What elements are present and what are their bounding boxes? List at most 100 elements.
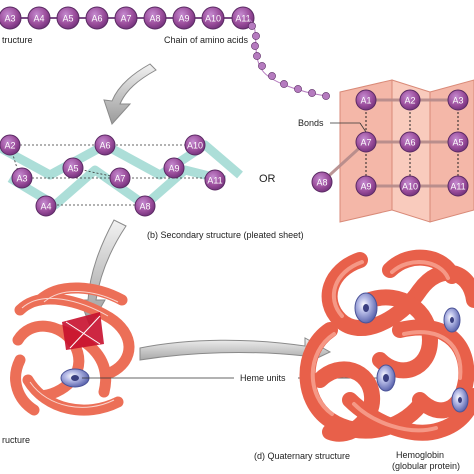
quaternary-structure: [299, 249, 474, 442]
tertiary-structure: [10, 282, 135, 416]
primary-residue-a7-circle: [114, 6, 138, 30]
hemoglobin-label: Hemoglobin: [396, 450, 444, 460]
primary-residue-a4-circle: [27, 6, 51, 30]
fold-residue-a2-label: A2: [404, 96, 415, 106]
chain-bead: [251, 42, 259, 50]
fold-residue-a11-circle: [447, 175, 469, 197]
fold-residue-a1-circle: [355, 89, 377, 111]
chain-bead: [248, 22, 256, 30]
chain-bead: [280, 80, 288, 88]
chain-label: Chain of amino acids: [164, 35, 249, 45]
sheet-residue-a10-circle: [184, 134, 206, 156]
primary-residue-a5-label: A5: [62, 14, 73, 24]
fold-residue-a2-circle: [399, 89, 421, 111]
sheet-residue-a9-circle: [163, 157, 185, 179]
fold-residue-a11: A11: [447, 175, 469, 197]
fold-residue-a11-label: A11: [450, 182, 465, 192]
sheet-residue-a9: A9: [163, 157, 185, 179]
primary-residue-a9-circle: [172, 6, 196, 30]
fold-residue-a10: A10: [399, 175, 421, 197]
primary-residue-a9-label: A9: [178, 14, 189, 24]
fold-residue-a3: A3: [447, 89, 469, 111]
sheet-residue-a4: A4: [35, 195, 57, 217]
sheet-residue-a2: A2: [0, 134, 21, 156]
chain-bead: [253, 52, 261, 60]
fold-residue-a5: A5: [447, 131, 469, 153]
primary-residue-a10-circle: [201, 6, 225, 30]
sheet-residue-a6-circle: [94, 134, 116, 156]
fold-residue-a7-circle: [355, 131, 377, 153]
fold-residue-a5-circle: [447, 131, 469, 153]
primary-residue-a6-circle: [85, 6, 109, 30]
primary-residue-a7-label: A7: [120, 14, 131, 24]
heme-unit-quaternary-4: [451, 387, 469, 413]
sheet-residue-a10-label: A10: [187, 141, 203, 151]
fold-residue-a8-label: A8: [316, 178, 327, 188]
primary-residue-a5: A5: [56, 6, 80, 30]
sheet-residue-a6-label: A6: [99, 141, 110, 151]
transition-arrow-2: [79, 219, 127, 328]
sheet-residue-a11: A11: [204, 169, 226, 191]
primary-residue-a3: A3: [0, 6, 22, 30]
primary-residue-a8: A8: [143, 6, 167, 30]
primary-residue-a11-label: A11: [235, 14, 250, 24]
primary-residue-a10-label: A10: [205, 14, 221, 24]
sheet-residue-a4-circle: [35, 195, 57, 217]
fold-residue-a8-circle: [311, 171, 333, 193]
secondary-structure-label: (b) Secondary structure (pleated sheet): [147, 230, 304, 240]
fold-residue-a7: A7: [355, 131, 377, 153]
primary-residue-a3-circle: [0, 6, 22, 30]
sheet-residue-a8-label: A8: [139, 202, 150, 212]
primary-residue-a4-label: A4: [33, 14, 44, 24]
sheet-residue-a10: A10: [184, 134, 206, 156]
sheet-residue-a2-circle: [0, 134, 21, 156]
fold-residue-a8: A8: [311, 171, 333, 193]
fold-residue-a7-label: A7: [360, 138, 371, 148]
primary-residue-a8-circle: [143, 6, 167, 30]
red-sheet-region: [62, 312, 104, 350]
fold-residue-a10-circle: [399, 175, 421, 197]
sheet-residue-a2-label: A2: [4, 141, 15, 151]
sheet-residue-a8: A8: [134, 195, 156, 217]
heme-units-label: Heme units: [240, 373, 286, 383]
sheet-residue-a9-label: A9: [168, 164, 179, 174]
primary-residue-a11: A11: [231, 6, 255, 30]
fold-residue-a9-label: A9: [360, 182, 371, 192]
or-label: OR: [259, 173, 276, 185]
primary-residue-a10: A10: [201, 6, 225, 30]
primary-residue-a8-label: A8: [149, 14, 160, 24]
chain-bead: [294, 85, 302, 93]
primary-residue-a7: A7: [114, 6, 138, 30]
fold-residue-a10-label: A10: [402, 182, 418, 192]
chain-bead: [258, 62, 266, 70]
sheet-residue-a6: A6: [94, 134, 116, 156]
bonds-label: Bonds: [298, 118, 324, 128]
quaternary-structure-label: (d) Quaternary structure: [254, 451, 350, 461]
fold-residue-a6-circle: [399, 131, 421, 153]
sheet-residue-a3-label: A3: [16, 174, 27, 184]
sheet-residue-a8-circle: [134, 195, 156, 217]
primary-residue-a9: A9: [172, 6, 196, 30]
transition-arrow-1: [103, 63, 157, 125]
sheet-residue-a3-circle: [11, 167, 33, 189]
fold-residue-a1: A1: [355, 89, 377, 111]
sheet-residue-a7-label: A7: [114, 174, 125, 184]
heme-unit-quaternary-3: [443, 307, 461, 333]
primary-residue-a11-circle: [231, 6, 255, 30]
sheet-residue-a11-label: A11: [207, 176, 222, 186]
sheet-residue-a7: A7: [109, 167, 131, 189]
globular-protein-label: (globular protein): [392, 461, 460, 471]
primary-residue-a4: A4: [27, 6, 51, 30]
fold-residue-a1-label: A1: [360, 96, 371, 106]
primary-structure-label: tructure: [2, 35, 33, 45]
fold-residue-a9-circle: [355, 175, 377, 197]
fold-residue-a3-circle: [447, 89, 469, 111]
fold-residue-a6: A6: [399, 131, 421, 153]
sheet-residue-a3: A3: [11, 167, 33, 189]
chain-bead: [308, 89, 316, 97]
fold-residue-a6-label: A6: [404, 138, 415, 148]
